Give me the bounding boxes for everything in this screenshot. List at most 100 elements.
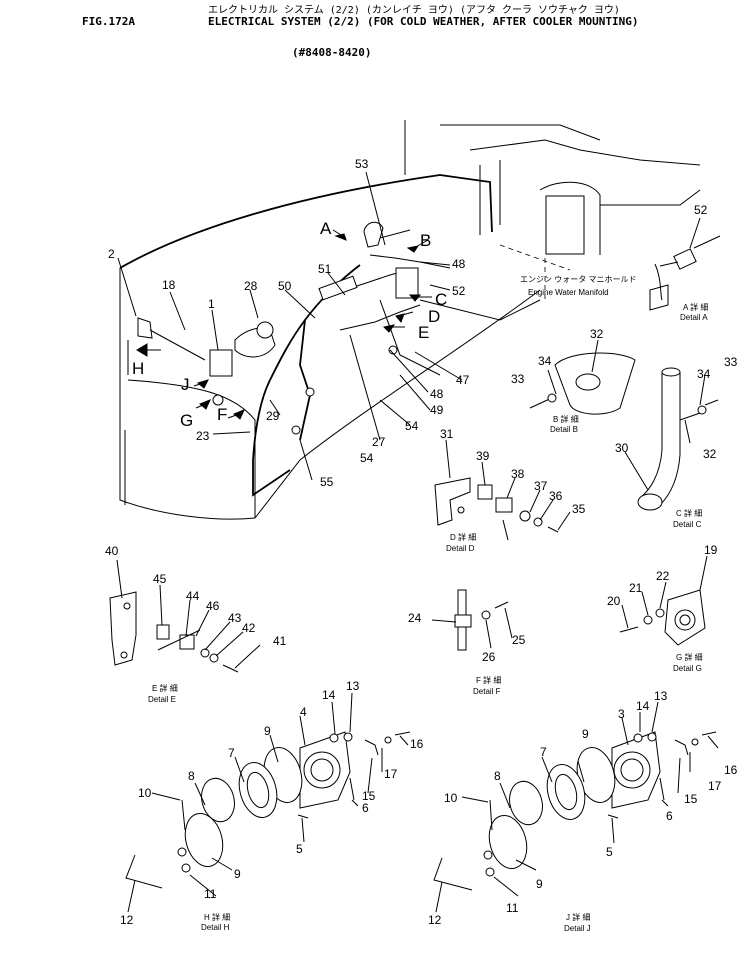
- view-letter-d: D: [428, 307, 440, 326]
- view-letter-f: F: [217, 405, 227, 424]
- label-24: 24: [408, 611, 422, 625]
- wiring-harness: [137, 221, 451, 497]
- label-37: 37: [534, 479, 548, 493]
- caption-detail-a: Detail A: [680, 313, 708, 322]
- label-9-j-top: 9: [582, 727, 589, 741]
- detail-j: 3 14 13 9 7 8 10 16 17 15 6 5 9 11 12 J …: [428, 689, 738, 933]
- label-15-j: 15: [684, 792, 698, 806]
- label-32-detail-b: 32: [590, 327, 604, 341]
- label-33-detail-b: 33: [511, 372, 525, 386]
- label-3-j: 3: [618, 707, 625, 721]
- label-2: 2: [108, 247, 115, 261]
- label-48b: 48: [430, 387, 444, 401]
- label-12-j: 12: [428, 913, 442, 927]
- label-32-detail-c: 32: [703, 447, 717, 461]
- detail-h: 14 13 4 9 7 8 10 16 17 15 6 5 9 11 12 H …: [120, 679, 424, 932]
- label-12-h: 12: [120, 913, 134, 927]
- label-5-j: 5: [606, 845, 613, 859]
- view-letter-j: J: [181, 375, 190, 394]
- machine-outline: [119, 120, 701, 520]
- label-34-detail-b: 34: [538, 354, 552, 368]
- detail-b: 34 32 33 B 詳 細 Detail B: [511, 327, 636, 434]
- caption-detail-g-jp: G 詳 細: [676, 652, 703, 662]
- part-labels-main: 53 2 18 28 50 51 1 48 52 47 49 54 29 23 …: [108, 157, 470, 489]
- caption-detail-c-jp: C 詳 細: [676, 508, 702, 518]
- view-arrows: [136, 229, 432, 420]
- label-36: 36: [549, 489, 563, 503]
- caption-manifold-jp: エンジン ウォータ マニホールド: [520, 275, 636, 284]
- view-letter-g: G: [180, 411, 193, 430]
- detail-f: 24 26 25 F 詳 細 Detail F: [408, 589, 526, 696]
- label-42: 42: [242, 621, 256, 635]
- label-41: 41: [273, 634, 287, 648]
- label-9-h-top: 9: [264, 724, 271, 738]
- view-letter-c: C: [435, 290, 447, 309]
- detail-e: 40 45 44 46 43 42 41 E 詳 細 Detail E: [105, 544, 287, 704]
- label-23: 23: [196, 429, 210, 443]
- label-14-h: 14: [322, 688, 336, 702]
- label-38: 38: [511, 467, 525, 481]
- detail-c: 30 32 33 34 C 詳 細 Detail C: [615, 355, 738, 529]
- label-49: 49: [430, 403, 444, 417]
- label-19: 19: [704, 543, 718, 557]
- caption-detail-h-jp: H 詳 細: [204, 912, 230, 922]
- label-46: 46: [206, 599, 220, 613]
- label-34-detail-c: 34: [697, 367, 711, 381]
- label-16-j: 16: [724, 763, 738, 777]
- label-28: 28: [244, 279, 258, 293]
- caption-detail-b: Detail B: [550, 425, 578, 434]
- label-20: 20: [607, 594, 621, 608]
- caption-detail-e-jp: E 詳 細: [152, 683, 178, 693]
- caption-detail-d-jp: D 詳 細: [450, 532, 476, 542]
- view-letter-h: H: [132, 359, 144, 378]
- label-54b: 54: [360, 451, 374, 465]
- label-40: 40: [105, 544, 119, 558]
- label-39: 39: [476, 449, 490, 463]
- view-letter-a: A: [320, 219, 332, 238]
- caption-detail-f-jp: F 詳 細: [476, 675, 501, 685]
- label-47: 47: [456, 373, 470, 387]
- caption-detail-h: Detail H: [201, 923, 230, 932]
- label-25: 25: [512, 633, 526, 647]
- label-44: 44: [186, 589, 200, 603]
- label-7-j: 7: [540, 745, 547, 759]
- label-48a: 48: [452, 257, 466, 271]
- caption-detail-a-jp: A 詳 細: [683, 302, 708, 312]
- serial-range: (#8408-8420): [292, 46, 372, 59]
- caption-detail-d: Detail D: [446, 544, 475, 553]
- leader-lines-main: [117, 171, 463, 481]
- label-45: 45: [153, 572, 167, 586]
- figure-number: FIG.172A: [82, 15, 135, 28]
- label-7-h: 7: [228, 746, 235, 760]
- caption-manifold: Engine Water Manifold: [528, 288, 609, 297]
- label-10-j: 10: [444, 791, 458, 805]
- label-8-j: 8: [494, 769, 501, 783]
- label-51: 51: [318, 262, 332, 276]
- label-52: 52: [452, 284, 466, 298]
- label-9-j-bottom: 9: [536, 877, 543, 891]
- label-13-h: 13: [346, 679, 360, 693]
- label-31: 31: [440, 427, 454, 441]
- label-53: 53: [355, 157, 369, 171]
- detail-g: 19 20 21 22 G 詳 細 Detail G: [607, 543, 718, 673]
- label-22: 22: [656, 569, 670, 583]
- label-4-h: 4: [300, 705, 307, 719]
- caption-detail-j-jp: J 詳 細: [566, 912, 590, 922]
- label-5-h: 5: [296, 842, 303, 856]
- label-6-j: 6: [666, 809, 673, 823]
- label-50: 50: [278, 279, 292, 293]
- label-18: 18: [162, 278, 176, 292]
- caption-detail-b-jp: B 詳 細: [553, 414, 579, 424]
- label-14-j: 14: [636, 699, 650, 713]
- view-letter-e: E: [418, 323, 429, 342]
- detail-a: 52 エンジン ウォータ マニホールド Engine Water Manifol…: [520, 203, 721, 322]
- label-17-j: 17: [708, 779, 722, 793]
- title-japanese: エレクトリカル システム (2/2) (カンレイチ ヨウ) (アフタ クーラ ソ…: [208, 5, 620, 16]
- label-55: 55: [320, 475, 334, 489]
- caption-detail-g: Detail G: [673, 664, 702, 673]
- label-35: 35: [572, 502, 586, 516]
- label-13-j: 13: [654, 689, 668, 703]
- label-21: 21: [629, 581, 643, 595]
- label-1: 1: [208, 297, 215, 311]
